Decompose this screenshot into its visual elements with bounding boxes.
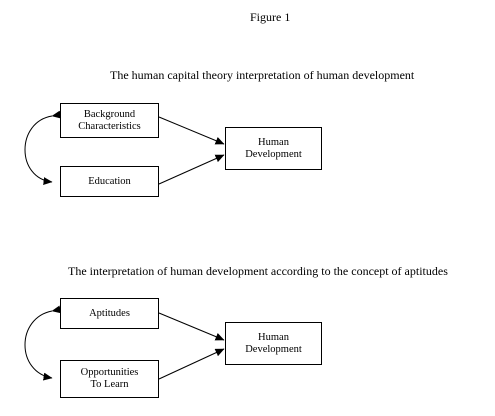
box-label-line: Opportunities bbox=[80, 367, 139, 378]
diagram-2-opportunities-box: Opportunities To Learn bbox=[60, 360, 159, 398]
diagram-2-correlation-arrow bbox=[24, 305, 62, 381]
box-label-line: Development bbox=[245, 343, 302, 355]
diagram-1-background-characteristics-box: Background Characteristics bbox=[60, 103, 159, 138]
diagram-2-human-development-box: Human Development bbox=[225, 322, 322, 365]
box-label-line: Development bbox=[245, 148, 302, 160]
diagram-2-aptitudes-to-development-arrow bbox=[158, 312, 225, 341]
box-label-line: Education bbox=[88, 175, 131, 187]
diagram-2-opportunities-to-development-arrow bbox=[158, 348, 225, 380]
diagram-2-aptitudes-box: Aptitudes bbox=[60, 298, 159, 329]
box-label-line: Background bbox=[83, 108, 136, 120]
diagram-2-title: The interpretation of human development … bbox=[68, 264, 448, 278]
figure-title: Figure 1 bbox=[250, 10, 291, 24]
diagram-1-human-development-box: Human Development bbox=[225, 127, 322, 170]
box-label-line: Human bbox=[258, 331, 289, 343]
diagram-1-background-to-development-arrow bbox=[158, 116, 225, 145]
diagram-1-education-to-development-arrow bbox=[158, 154, 225, 185]
diagram-1-correlation-arrow bbox=[24, 110, 62, 186]
diagram-1-title: The human capital theory interpretation … bbox=[110, 68, 415, 82]
box-label-line: Human bbox=[258, 136, 289, 148]
box-label-line: To Learn bbox=[90, 379, 129, 390]
box-label-line: Aptitudes bbox=[89, 307, 130, 319]
box-label-line: Characteristics bbox=[78, 120, 141, 132]
